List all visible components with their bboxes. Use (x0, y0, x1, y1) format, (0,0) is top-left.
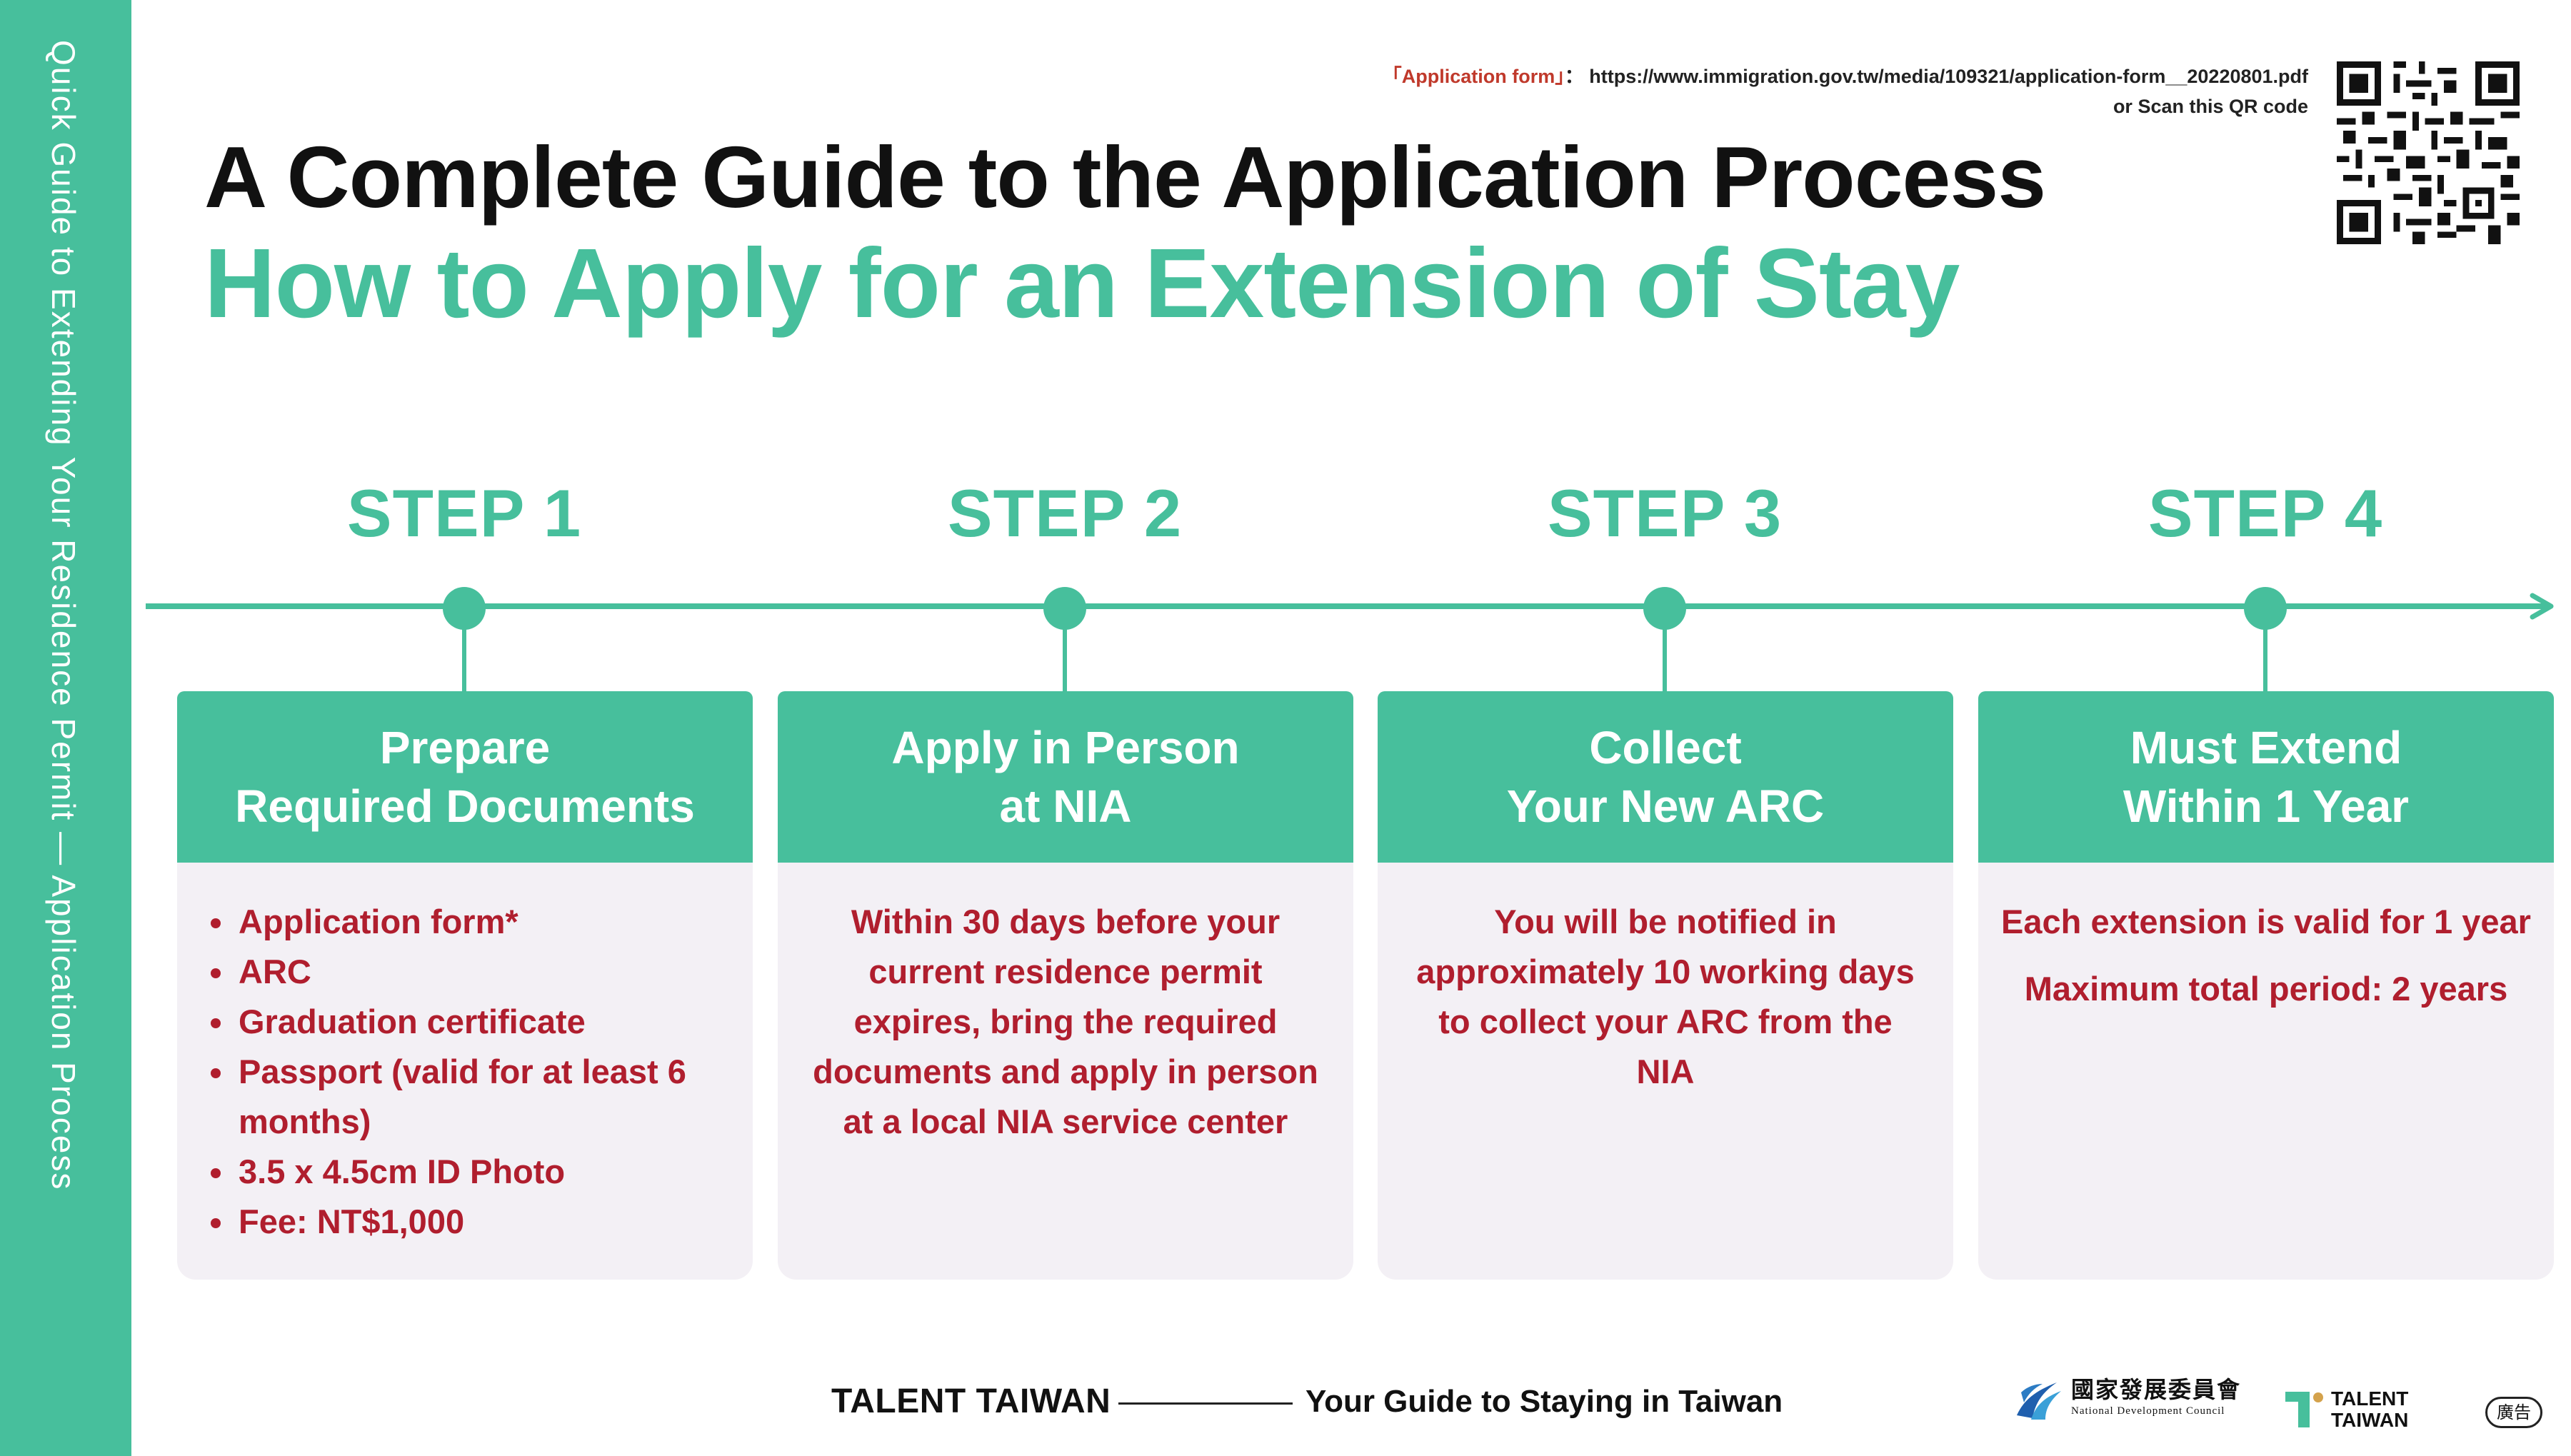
form-link-label: 「Application form」 (1382, 66, 1565, 87)
application-form-link: 「Application form」： https://www.immigrat… (1383, 61, 2308, 121)
list-item: Graduation certificate (236, 997, 724, 1047)
timeline-arrow-icon (2530, 593, 2554, 620)
ndc-english-name: National Development Council (2071, 1405, 2225, 1417)
list-item: 3.5 x 4.5cm ID Photo (236, 1147, 724, 1197)
step-4-body: Each extension is valid for 1 year Maxim… (1978, 863, 2554, 1280)
step-4-label: STEP 4 (2147, 476, 2383, 551)
subtitle: How to Apply for an Extension of Stay (204, 229, 1960, 338)
step-1-node (443, 587, 486, 630)
footer-tagline: Your Guide to Staying in Taiwan (1305, 1384, 1783, 1419)
ndc-emblem-icon (2017, 1382, 2061, 1420)
footer-brand: TALENT TAIWAN (831, 1382, 1111, 1420)
step-2-label: STEP 2 (947, 476, 1183, 551)
step-2-heading-line-1: Apply in Person (891, 722, 1240, 773)
step-1-heading-line-2: Required Documents (235, 780, 695, 832)
talent-taiwan-logo: TALENT TAIWAN (2285, 1388, 2408, 1431)
step-3-body: You will be notified in approximately 10… (1378, 863, 1953, 1280)
advertisement-badge: 廣告 (2485, 1397, 2542, 1428)
step-1-body: Application form* ARC Graduation certifi… (177, 863, 753, 1280)
step-2-node (1043, 587, 1086, 630)
step-4-heading-line-1: Must Extend (2130, 722, 2402, 773)
talent-taiwan-emblem-icon (2285, 1392, 2323, 1427)
step-3-label: STEP 3 (1547, 476, 1783, 551)
step-1-label: STEP 1 (346, 476, 582, 551)
step-1-heading-line-1: Prepare (379, 722, 551, 773)
qr-code[interactable] (2337, 61, 2520, 244)
step-3-heading-line-2: Your New ARC (1506, 780, 1825, 832)
step-2-heading: Apply in Person at NIA (778, 691, 1353, 863)
ndc-logo: 國家發展委員會 National Development Council (2014, 1378, 2241, 1422)
step-2-body: Within 30 days before your current resid… (778, 863, 1353, 1280)
form-link-separator: ： (1564, 66, 1584, 87)
ndc-chinese-name: 國家發展委員會 (2071, 1376, 2242, 1403)
required-documents-list: Application form* ARC Graduation certifi… (191, 897, 724, 1247)
footer-divider (1118, 1402, 1293, 1405)
list-item: Application form* (236, 897, 724, 947)
tt-logo-line-1: TALENT (2331, 1387, 2409, 1410)
list-item: Passport (valid for at least 6 months) (236, 1047, 724, 1147)
list-item: Fee: NT$1,000 (236, 1197, 724, 1247)
step-3-heading-line-1: Collect (1589, 722, 1742, 773)
step-4-node (2244, 587, 2287, 630)
step-3-description: You will be notified in approximately 10… (1416, 903, 1915, 1090)
step-4-heading-line-2: Within 1 Year (2123, 780, 2410, 832)
form-link-url[interactable]: https://www.immigration.gov.tw/media/109… (1589, 66, 2308, 87)
tt-logo-line-2: TAIWAN (2331, 1409, 2409, 1431)
step-2-description: Within 30 days before your current resid… (813, 903, 1318, 1140)
sidebar: Quick Guide to Extending Your Residence … (0, 0, 131, 1456)
main-title: A Complete Guide to the Application Proc… (204, 129, 2046, 226)
timeline-nodes (443, 587, 2287, 691)
step-2-heading-line-2: at NIA (999, 780, 1132, 832)
list-item: ARC (236, 947, 724, 997)
step-3-node (1643, 587, 1686, 630)
scan-qr-text: or Scan this QR code (2113, 96, 2308, 117)
maximum-period: Maximum total period: 2 years (2024, 970, 2508, 1008)
extension-validity: Each extension is valid for 1 year (2001, 903, 2531, 940)
step-2-card: Apply in Person at NIA Within 30 days bef… (778, 691, 1353, 1280)
